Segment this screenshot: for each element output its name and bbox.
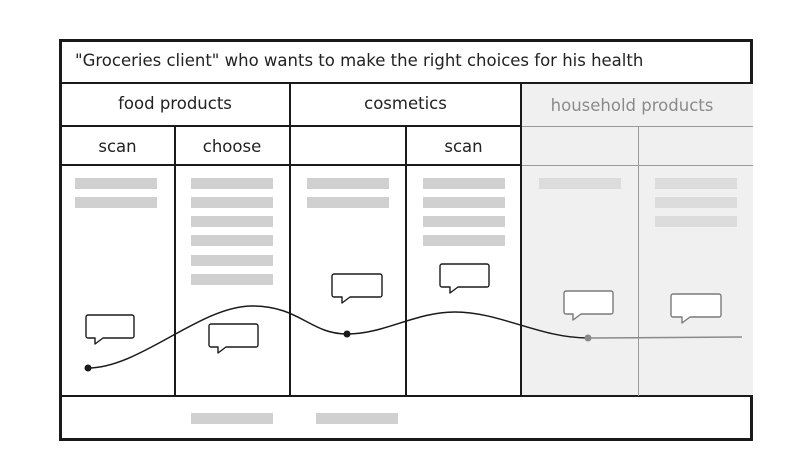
journey-point <box>343 330 351 338</box>
column-divider-cosmetics <box>289 83 291 396</box>
placeholder-bar <box>307 197 389 208</box>
step-scan: scan <box>98 137 137 156</box>
column-divider-scan-2 <box>405 126 407 396</box>
category-divider-muted <box>521 126 753 127</box>
column-divider-choose <box>174 126 176 396</box>
placeholder-bar <box>307 178 389 189</box>
experience-curve-muted <box>587 336 743 339</box>
placeholder-bar-muted <box>655 216 737 227</box>
speech-bubble-icon <box>439 263 490 294</box>
placeholder-bar <box>191 216 273 227</box>
step-choose: choose <box>202 137 262 156</box>
placeholder-bar <box>191 255 273 266</box>
category-food-products: food products <box>118 94 232 113</box>
footer-divider <box>59 395 753 397</box>
journey-point-muted <box>584 334 592 342</box>
placeholder-bar-muted <box>655 178 737 189</box>
speech-bubble-icon <box>85 314 135 345</box>
placeholder-bar <box>191 274 273 285</box>
category-cosmetics: cosmetics <box>364 94 447 113</box>
household-products-panel <box>521 84 753 397</box>
step-divider-muted <box>521 165 753 166</box>
placeholder-bar <box>423 197 505 208</box>
speech-bubble-icon-muted <box>670 293 722 324</box>
speech-bubble-icon <box>331 273 383 304</box>
column-divider-muted <box>638 126 639 396</box>
placeholder-bar <box>191 197 273 208</box>
placeholder-bar <box>191 235 273 246</box>
placeholder-bar <box>75 197 157 208</box>
placeholder-bar-muted <box>539 178 621 189</box>
footer-placeholder-bar <box>316 413 398 424</box>
placeholder-bar <box>423 235 505 246</box>
experience-curve <box>87 305 589 369</box>
placeholder-bar-muted <box>655 197 737 208</box>
placeholder-bar <box>423 178 505 189</box>
speech-bubble-icon <box>208 323 259 354</box>
journey-point <box>84 364 92 372</box>
speech-bubble-icon-muted <box>563 290 614 321</box>
title-divider <box>59 82 753 84</box>
footer-placeholder-bar <box>191 413 273 424</box>
placeholder-bar <box>191 178 273 189</box>
placeholder-bar <box>423 216 505 227</box>
column-divider-household <box>520 83 522 396</box>
step-scan-2: scan <box>444 137 483 156</box>
category-household-products: household products <box>550 96 714 115</box>
placeholder-bar <box>75 178 157 189</box>
persona-title: "Groceries client" who wants to make the… <box>75 51 644 70</box>
